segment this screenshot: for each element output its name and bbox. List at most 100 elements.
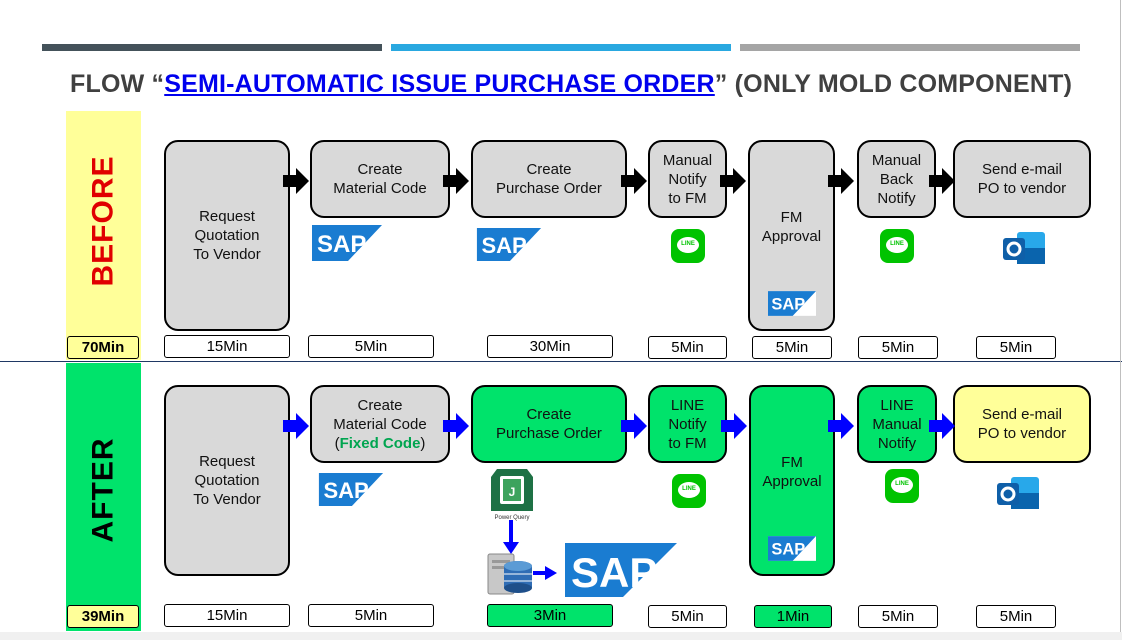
sap-text: SAP [482,233,527,258]
after-line-manual-notify-box: LINE Manual Notify [857,385,937,463]
after-material-line2: Material Code [333,415,427,433]
after-request-text: Request Quotation To Vendor [193,453,261,508]
line-text: LINE [682,486,696,492]
after-sap-logo-approval: SAP [768,536,816,561]
right-arrow-icon [533,566,557,580]
line-text: LINE [895,481,909,487]
sap-text: SAP [771,541,805,559]
after-arrow-1-icon [283,413,309,439]
before-arrow-1-icon [283,168,309,194]
header-bar-2 [391,44,731,51]
after-approval-text: FM Approval [762,454,822,490]
after-time-material: 5Min [308,604,434,627]
before-label-text: BEFORE [86,155,120,287]
after-email-text: Send e-mail PO to vendor [977,406,1067,442]
after-send-email-box: Send e-mail PO to vendor [953,385,1091,463]
after-time-request: 15Min [164,604,290,627]
before-manual-notify-box: Manual Notify to FM [648,140,727,218]
before-request-quotation-box: Request Quotation To Vendor [164,140,290,331]
before-create-material-box: Create Material Code [310,140,450,218]
after-time-approval: 1Min [754,605,832,628]
header-bar-1 [42,44,382,51]
after-time-back: 5Min [858,605,938,628]
sap-text: SAP [571,549,657,596]
after-arrow-6-icon [929,413,955,439]
title-suffix: ” (ONLY MOLD COMPONENT) [714,70,1073,98]
down-arrow-icon [503,520,519,554]
before-time-po: 30Min [487,335,613,358]
before-material-text: Create Material Code [333,161,427,197]
before-manual-back-notify-box: Manual Back Notify [857,140,936,218]
before-arrow-3-icon [621,168,647,194]
after-sap-logo-big: SAP [565,543,677,597]
before-sap-logo-1: SAP [312,225,382,261]
before-time-material: 5Min [308,335,434,358]
sap-text: SAP [771,296,805,314]
after-label-text: AFTER [86,437,120,543]
after-create-material-box: Create Material Code (Fixed Code) [310,385,450,463]
after-material-line3: (Fixed Code) [334,434,426,452]
after-band [66,363,141,631]
before-email-text: Send e-mail PO to vendor [977,161,1067,197]
before-approval-text: FM Approval [761,209,822,245]
before-request-text: Request Quotation To Vendor [193,208,261,263]
after-material-line1: Create [357,396,403,414]
after-sap-logo-1: SAP [318,473,384,506]
before-sap-logo-2: SAP [476,228,542,261]
before-outlook-icon [1003,232,1045,264]
before-time-notify: 5Min [648,336,727,359]
after-create-po-box: Create Purchase Order [471,385,627,463]
slide-right-edge [1120,0,1121,640]
before-back-text: Manual Back Notify [871,151,922,207]
slide-bottom-edge [0,632,1122,640]
before-time-back: 5Min [858,336,938,359]
sap-text: SAP [317,231,366,258]
before-send-email-box: Send e-mail PO to vendor [953,140,1091,218]
after-line-icon-1: LINE [672,474,706,508]
sap-text: SAP [324,478,369,503]
header-bar-3 [740,44,1080,51]
before-total-time: 70Min [67,336,139,359]
before-time-request: 15Min [164,335,290,358]
after-line-icon-2: LINE [885,469,919,503]
after-arrow-2-icon [443,413,469,439]
after-arrow-5-icon [828,413,854,439]
after-po-text: Create Purchase Order [496,406,602,442]
svg-text:J: J [509,485,516,499]
title-link[interactable]: SEMI-AUTOMATIC ISSUE PURCHASE ORDER [164,70,715,98]
after-request-quotation-box: Request Quotation To Vendor [164,385,290,576]
before-time-approval: 5Min [752,336,832,359]
line-text: LINE [681,241,695,247]
before-arrow-6-icon [929,168,955,194]
before-label: BEFORE [66,111,141,331]
before-time-email: 5Min [976,336,1056,359]
after-notify-text: LINE Notify to FM [668,396,707,452]
before-line-icon-1: LINE [671,229,705,263]
after-line-notify-box: LINE Notify to FM [648,385,727,463]
after-back-text: LINE Manual Notify [872,396,922,452]
after-label: AFTER [66,370,141,610]
power-query-label: Power Query [494,515,529,521]
after-arrow-3-icon [621,413,647,439]
power-query-icon: J Power Query [491,469,533,521]
before-sap-logo-approval: SAP [768,291,816,316]
before-arrow-2-icon [443,168,469,194]
before-arrow-4-icon [720,168,746,194]
section-divider [0,361,1122,362]
after-arrow-4-icon [721,413,747,439]
before-create-po-box: Create Purchase Order [471,140,627,218]
before-line-icon-2: LINE [880,229,914,263]
fixed-code-text: Fixed Code [339,434,421,452]
after-time-notify: 5Min [648,605,727,628]
after-outlook-icon [997,477,1039,509]
before-notify-text: Manual Notify to FM [662,151,713,207]
before-band [66,111,141,360]
after-time-email: 5Min [976,605,1056,628]
database-server-icon [487,553,532,595]
line-text: LINE [890,241,904,247]
page-title: FLOW “SEMI-AUTOMATIC ISSUE PURCHASE ORDE… [70,70,1072,99]
before-po-text: Create Purchase Order [496,161,602,197]
after-time-po: 3Min [487,604,613,627]
before-arrow-5-icon [828,168,854,194]
after-total-time: 39Min [67,605,139,628]
